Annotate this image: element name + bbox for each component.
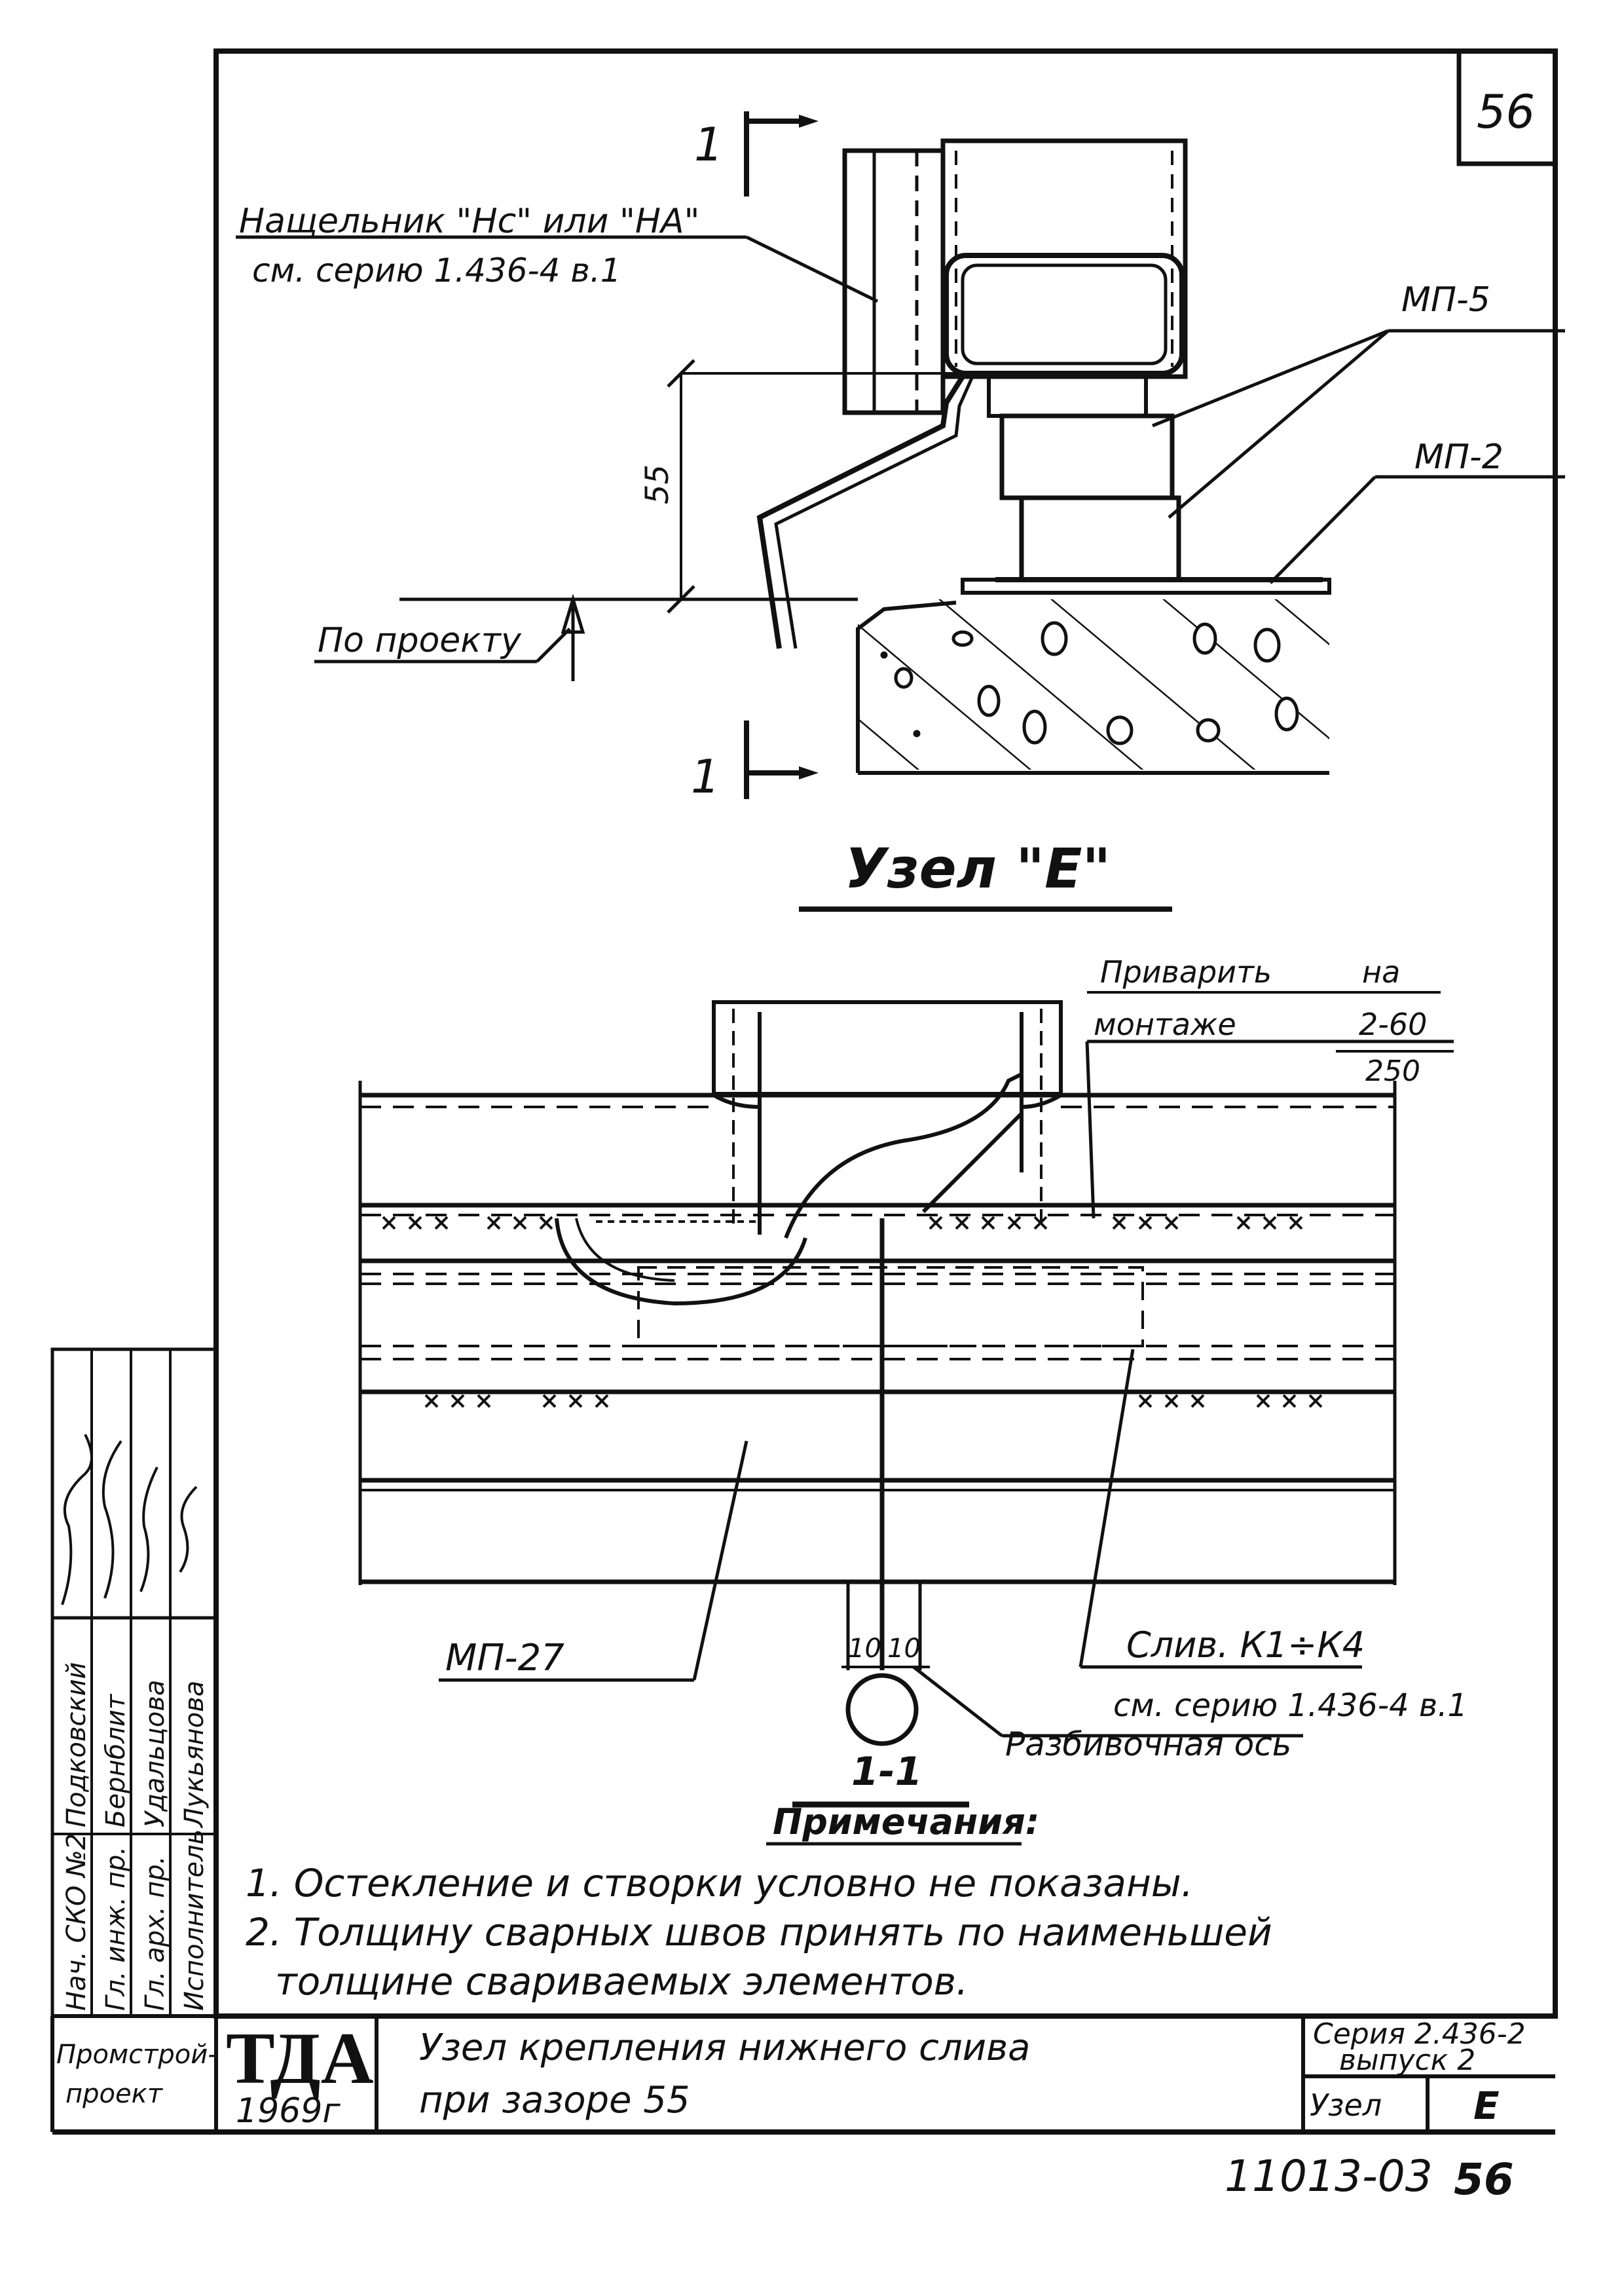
name-3: Удальцова bbox=[140, 1680, 170, 1827]
role-2: Гл. инж. пр. bbox=[101, 1846, 131, 2011]
label-mp2: МП-2 bbox=[1414, 438, 1504, 477]
sheet-number: 56 bbox=[1477, 85, 1535, 139]
name-1: Подковский bbox=[62, 1662, 92, 1827]
label-mp27: МП-27 bbox=[445, 1637, 564, 1679]
series-line1: Серия 2.436-2 bbox=[1313, 2017, 1526, 2051]
notes-title: Примечания: bbox=[773, 1801, 1039, 1842]
gap-right: 10 bbox=[887, 1634, 921, 1664]
node-letter: Е bbox=[1473, 2084, 1500, 2128]
title-block bbox=[50, 2013, 1555, 2135]
weld-note-montazhe: монтаже bbox=[1094, 1007, 1236, 1042]
weld-note-na: на bbox=[1362, 954, 1400, 990]
org-name-line2: проект bbox=[65, 2079, 164, 2109]
label-mp5: МП-5 bbox=[1401, 280, 1490, 320]
level-label: По проекту bbox=[318, 621, 522, 660]
title-block-year: 1969г bbox=[236, 2091, 341, 2131]
node-label: Узел bbox=[1310, 2087, 1382, 2123]
node-title: Узел "Е" bbox=[845, 836, 1111, 901]
note-2-cont: толщине свариваемых элементов. bbox=[275, 1959, 968, 2004]
role-1: Нач. СКО №2 bbox=[62, 1833, 92, 2011]
title-line2: при зазоре 55 bbox=[419, 2079, 690, 2122]
title-block-logo: ТДА bbox=[226, 2018, 374, 2099]
name-2: Бернблит bbox=[101, 1693, 131, 1827]
callout-nashchelnik: Нащельник "Нс" или "НА" bbox=[239, 202, 699, 241]
title-line1: Узел крепления нижнего слива bbox=[419, 2027, 1030, 2069]
role-3: Гл. арх. пр. bbox=[140, 1856, 170, 2011]
gap-left: 10 bbox=[848, 1634, 881, 1664]
drain-label: Слив. К1÷К4 bbox=[1126, 1624, 1365, 1666]
dimension-55: 55 bbox=[639, 464, 676, 504]
note-2: 2. Толщину сварных швов принять по наиме… bbox=[246, 1910, 1272, 1955]
axis-label: Разбивочная ось bbox=[1005, 1725, 1291, 1763]
section-mark-top: 1 bbox=[694, 118, 724, 172]
footer-code: 11013-03 bbox=[1225, 2151, 1433, 2201]
role-4: Исполнитель bbox=[179, 1829, 210, 2011]
sheet-number-box bbox=[1456, 48, 1558, 166]
callout-nashchelnik-series: см. серию 1.436-4 в.1 bbox=[252, 252, 621, 290]
org-name-line1: Промстрой- bbox=[56, 2040, 217, 2070]
weld-note-privarit: Приварить bbox=[1100, 954, 1272, 990]
top-view bbox=[236, 111, 1565, 799]
signature-table bbox=[50, 1347, 218, 2018]
series-line2: выпуск 2 bbox=[1339, 2044, 1475, 2077]
section-mark-bottom: 1 bbox=[691, 750, 720, 804]
name-4: Лукьянова bbox=[179, 1681, 210, 1829]
bottom-view bbox=[358, 1000, 1454, 1746]
footer-number: 56 bbox=[1454, 2154, 1514, 2205]
weld-note-250: 250 bbox=[1365, 1055, 1420, 1088]
note-1: 1. Остекление и створки условно не показ… bbox=[246, 1861, 1193, 1905]
drain-series: см. серию 1.436-4 в.1 bbox=[1113, 1687, 1467, 1724]
section-label-1-1: 1-1 bbox=[851, 1749, 922, 1795]
weld-note-2-60: 2-60 bbox=[1359, 1007, 1427, 1042]
